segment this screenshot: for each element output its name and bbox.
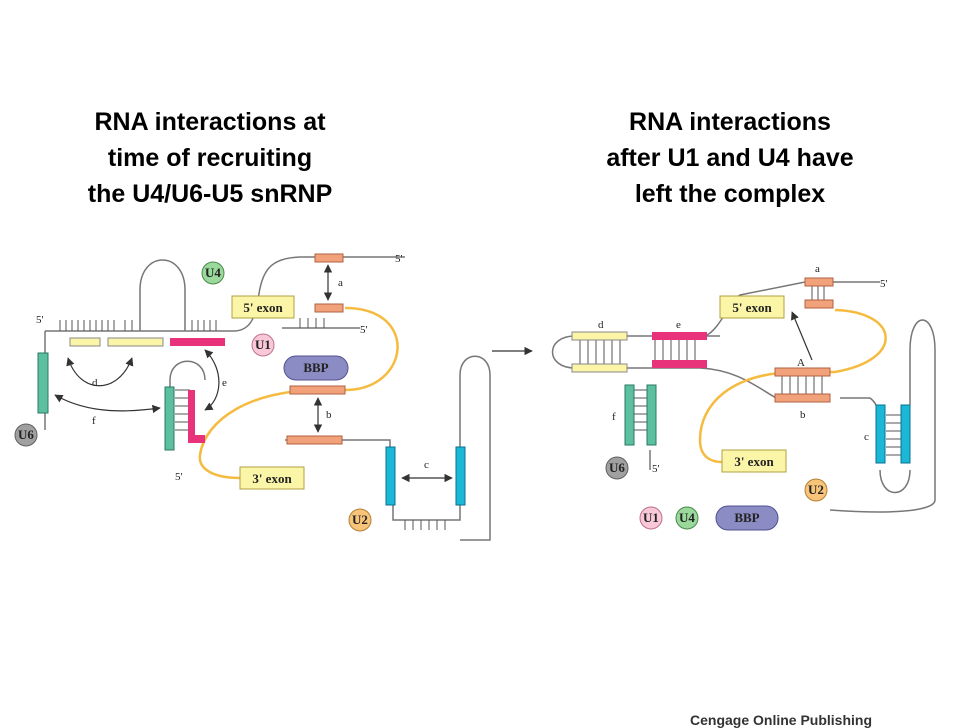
exon3-box-right [721, 449, 787, 473]
label-f: f [92, 415, 96, 427]
right-diagram: a 5' d e f A b c 5' 5' exon 3' exon U6 U… [551, 263, 936, 531]
label-e-right: e [676, 319, 681, 331]
segment-a-top [314, 253, 344, 263]
segment-e-pink-right-2 [652, 360, 707, 368]
u2-hairpin [459, 355, 491, 541]
segment-d-yellow-right-1 [571, 331, 628, 341]
u2-circle-right [804, 478, 828, 502]
interaction-A-arrow [791, 311, 813, 361]
exon5-label-right: 5' exon [732, 300, 772, 315]
u2-hairpin-right [879, 469, 911, 494]
segment-d-yellow-1 [69, 337, 101, 347]
label-d: d [92, 377, 98, 389]
exon3-label-right: 3' exon [734, 454, 774, 469]
label-b: b [326, 409, 332, 421]
u1-label-left: U1 [255, 337, 271, 352]
segment-c-1 [385, 446, 396, 506]
u2-label-right: U2 [808, 482, 824, 497]
segment-f-teal-right-1 [624, 384, 635, 446]
u4-hairpin [139, 259, 186, 331]
exon5-box-left [231, 295, 295, 319]
u2-circle-left [348, 508, 372, 532]
u6-hairpin [169, 360, 206, 450]
exon3-label-left: 3' exon [252, 471, 292, 486]
segment-e-pink [170, 338, 225, 346]
left-diagram: a b c d e f 5' 5' 5' 5' 5' exon 3' exon … [14, 253, 491, 541]
label-A-right: A [797, 357, 805, 369]
segment-e-pink-right-1 [652, 332, 707, 340]
segment-a-bottom-right [804, 299, 834, 309]
label-5prime-right: 5' [880, 278, 888, 290]
u6-circle-right [605, 456, 629, 480]
label-5prime-premrna: 5' [395, 253, 403, 265]
label-c-right: c [864, 431, 869, 443]
label-a: a [338, 277, 343, 289]
u6-loop-right [551, 335, 576, 369]
label-5prime-u1: 5' [360, 324, 368, 336]
label-5prime-u6: 5' [36, 314, 44, 326]
segment-c-right-1 [875, 404, 886, 464]
exon5-label-left: 5' exon [243, 300, 283, 315]
label-d-right: d [598, 319, 604, 331]
u4-label-left: U4 [205, 265, 221, 280]
bbp-label-left: BBP [303, 360, 328, 375]
u1-circle-right [639, 506, 663, 530]
segment-d-yellow-2 [107, 337, 164, 347]
bbp-label-right: BBP [734, 510, 759, 525]
intron-line-right [698, 308, 887, 464]
u4-label-right: U4 [679, 510, 695, 525]
label-5prime-u6-right: 5' [652, 463, 660, 475]
pre-mrna-line [234, 256, 405, 332]
segment-a-top-right [804, 277, 834, 287]
u4-circle-right [675, 506, 699, 530]
right-diagram-title: RNA interactions after U1 and U4 have le… [606, 108, 854, 208]
label-c: c [424, 459, 429, 471]
label-5prime-u6-bottom: 5' [175, 471, 183, 483]
bbp-pill-right [715, 505, 779, 531]
interaction-e-arrow [204, 349, 220, 411]
publisher-footer: Cengage Online Publishing [690, 712, 873, 728]
label-b-right: b [800, 409, 806, 421]
interaction-d-arrow [66, 357, 134, 387]
left-diagram-title: RNA interactions at time of recruiting t… [87, 108, 333, 208]
u6-label-left: U6 [18, 427, 34, 442]
segment-f-teal-1 [37, 352, 49, 414]
u6-circle-left [14, 423, 38, 447]
segment-e-pink-2 [188, 390, 205, 443]
segment-b-right [774, 393, 831, 403]
u1-circle-left [251, 333, 275, 357]
segment-f-teal-right-2 [646, 384, 657, 446]
exon3-box-left [239, 466, 305, 490]
intron-line [198, 306, 399, 480]
u1-label-right: U1 [643, 510, 659, 525]
segment-a-bottom [314, 303, 344, 313]
u6-label-right: U6 [609, 460, 625, 475]
u2-label-left: U2 [352, 512, 368, 527]
interaction-f-arrow [54, 394, 161, 414]
segment-d-yellow-right-2 [571, 363, 628, 373]
label-f-right: f [612, 411, 616, 423]
segment-b-bottom [286, 435, 343, 445]
segment-A-right [774, 367, 831, 377]
segment-c-2 [455, 446, 466, 506]
label-a-right: a [815, 263, 820, 275]
segment-f-teal-2 [164, 386, 175, 451]
bbp-pill-left [283, 355, 349, 381]
u4-circle-left [201, 261, 225, 285]
segment-b-top [289, 385, 346, 395]
label-e: e [222, 377, 227, 389]
exon5-box-right [719, 295, 785, 319]
segment-c-right-2 [900, 404, 911, 464]
